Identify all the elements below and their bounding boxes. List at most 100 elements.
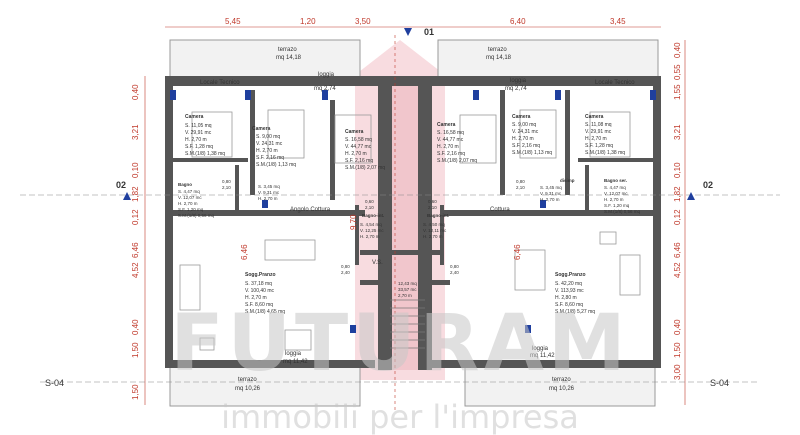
room-info-text: 2,70 m xyxy=(398,293,412,298)
room-info-text: 0,80 xyxy=(341,264,350,269)
room-info-text: V. 24,31 mc xyxy=(512,129,539,135)
section-label-bottom-right: S-04 xyxy=(710,378,729,388)
dim-top-2: 3,50 xyxy=(355,17,371,26)
room-info-text: S. 42,20 mq xyxy=(555,281,582,287)
room-info-text: V. 44,77 mc xyxy=(437,137,464,143)
room-info-text: H. 2,70 m xyxy=(245,295,267,301)
room-info-text: 0,80 xyxy=(222,179,231,184)
terrace-top-left-area: mq 14,18 xyxy=(276,55,302,61)
room-info-text: Camera xyxy=(512,114,531,120)
dim-left-4: 0,12 xyxy=(131,209,140,225)
room-stair: 12,43 mq 33,57 mc 2,70 m xyxy=(398,281,417,298)
room-info-text: V. 12,07 mc xyxy=(178,195,202,200)
room-info-text: S. 16,58 mq xyxy=(345,137,372,143)
room-info-text: Bagno-int. xyxy=(362,213,384,218)
room-info-text: S.M.(1/8) 1,13 mq xyxy=(256,162,296,168)
dim-right-1: 0,55 xyxy=(673,64,682,80)
watermark-tagline: immobili per l'impresa xyxy=(221,398,579,435)
section-label-left: 02 xyxy=(116,180,126,190)
room-info-text: H. 2,70 m xyxy=(423,234,443,239)
room-info-text: S. 16,58 mq xyxy=(437,130,464,136)
watermark: FUTURAM immobili per l'impresa xyxy=(170,299,629,435)
staircase xyxy=(390,299,425,349)
section-label-top: 01 xyxy=(424,27,434,37)
dim-right-5: 1,82 xyxy=(673,186,682,202)
loggia-top-right-area: mq 2,74 xyxy=(505,86,527,92)
terrace-bottom-right xyxy=(464,365,656,407)
dim-left-5: 6,46 xyxy=(131,242,140,258)
room-info-text: S.F. 2,16 mq xyxy=(437,151,465,157)
dim-center-1: 6,46 xyxy=(240,244,249,260)
room-camera-f: Camera S. 11,08 mq V. 29,91 mc H. 2,70 m… xyxy=(585,114,625,156)
room-info-text: Camera xyxy=(345,129,364,135)
terrace-top-left xyxy=(169,39,361,79)
dim-top-1: 1,20 xyxy=(300,17,316,26)
room-info-text: S.F. 1,20 mq xyxy=(178,207,204,212)
room-info-text: S.M.(1/8) 1,38 mq xyxy=(185,151,225,157)
room-info-text: H. 2,70 m xyxy=(540,197,560,202)
room-info-text: H. 2,70 m xyxy=(360,234,380,239)
room-info-text: H. 2,70 m xyxy=(185,137,207,143)
room-info-text: S. 3,45 mq xyxy=(258,184,280,189)
room-info-text: Bagno-int. xyxy=(427,213,449,218)
door-marks: 0,80 2,40 0,80 2,40 0,80 2,10 0,60 2,10 … xyxy=(222,179,525,275)
dim-right-10: 1,50 xyxy=(673,342,682,358)
room-info-text: S.M.(1/8) 2,07 mq xyxy=(437,158,477,164)
room-info-text: S. 11,08 mq xyxy=(585,122,612,128)
room-sogg-right: Sogg.Pranzo S. 42,20 mq V. 113,93 mc H. … xyxy=(555,272,595,315)
room-info-text: S. 9,00 mq xyxy=(256,134,280,140)
room-info-text: V. 9,31 mc xyxy=(540,191,562,196)
dim-right-11: 3,00 xyxy=(673,364,682,380)
room-info-text: S.F. 8,60 mq xyxy=(555,302,583,308)
room-info-text: S. 4,47 mq xyxy=(178,189,200,194)
room-info-text: H. 2,70 m xyxy=(604,197,624,202)
dim-right-3: 3,21 xyxy=(673,124,682,140)
watermark-logo: FUTURAM xyxy=(170,299,629,389)
cottura-left: Angolo Cottura xyxy=(290,207,331,213)
dim-right-4: 0,10 xyxy=(673,162,682,178)
dim-top-4: 3,45 xyxy=(610,17,626,26)
room-info-text: V. 24,31 mc xyxy=(256,141,283,147)
terrace-top-right-area: mq 14,18 xyxy=(486,55,512,61)
room-info-text: Camera xyxy=(252,126,271,132)
dim-left-9: 1,50 xyxy=(131,384,140,400)
dim-right-2: 1,55 xyxy=(673,84,682,100)
dim-left-8: 1,50 xyxy=(131,342,140,358)
room-bagno-right: Bagno ser. S. 4,47 mq V. 12,07 mc H. 2,7… xyxy=(604,178,641,214)
room-camera-d: Camera S. 16,58 mq V. 44,77 mc H. 2,70 m… xyxy=(437,122,477,164)
room-info-text: V. 29,91 mc xyxy=(585,129,612,135)
loggia-top-left-area: mq 2,74 xyxy=(314,86,336,92)
dim-right-9: 0,40 xyxy=(673,319,682,335)
room-info-text: S.F. 2,16 mq xyxy=(345,158,373,164)
room-info-text: disimp xyxy=(560,178,575,183)
room-info-text: Bagno xyxy=(178,182,192,187)
room-info-text: S. 4,50 mq xyxy=(423,222,445,227)
terrace-bottom-left-area: mq 10,26 xyxy=(235,386,261,392)
room-info-text: Bagno ser. xyxy=(604,178,627,183)
room-info-text: Sogg.Pranzo xyxy=(555,272,586,278)
dimension-lines xyxy=(20,26,780,410)
dim-right-6: 0,12 xyxy=(673,209,682,225)
dim-left-6: 4,52 xyxy=(131,262,140,278)
right-dimensions: 0,40 0,55 1,55 3,21 0,10 1,82 0,12 6,46 … xyxy=(673,42,682,380)
room-info-text: S.M.(1/8) 1,13 mq xyxy=(512,150,552,156)
dim-right-0: 0,40 xyxy=(673,42,682,58)
room-info-text: 2,10 xyxy=(428,205,437,210)
dim-top-0: 5,45 xyxy=(225,17,241,26)
window-markers xyxy=(170,90,656,333)
room-info-text: S.F. 8,60 mq xyxy=(245,302,273,308)
room-info-text: V. 12,25 mc xyxy=(360,228,384,233)
section-label-bottom-left: S-04 xyxy=(45,378,64,388)
cottura-right: Cottura xyxy=(490,207,510,213)
room-info-text: S. 4,47 mq xyxy=(604,185,626,190)
room-info-text: H. 2,70 m xyxy=(585,136,607,142)
section-label-right: 02 xyxy=(703,180,713,190)
dim-left-7: 0,40 xyxy=(131,319,140,335)
dim-left-0: 0,40 xyxy=(131,84,140,100)
room-info-text: H. 2,70 m xyxy=(258,196,278,201)
loggia-bottom-left-name: loggia xyxy=(285,351,302,357)
room-info-text: S. 37,18 mq xyxy=(245,281,272,287)
room-info-text: 0,80 xyxy=(516,179,525,184)
loggia-top-left-name: loggia xyxy=(318,72,335,78)
dim-center-0: 9,70 xyxy=(349,214,358,230)
